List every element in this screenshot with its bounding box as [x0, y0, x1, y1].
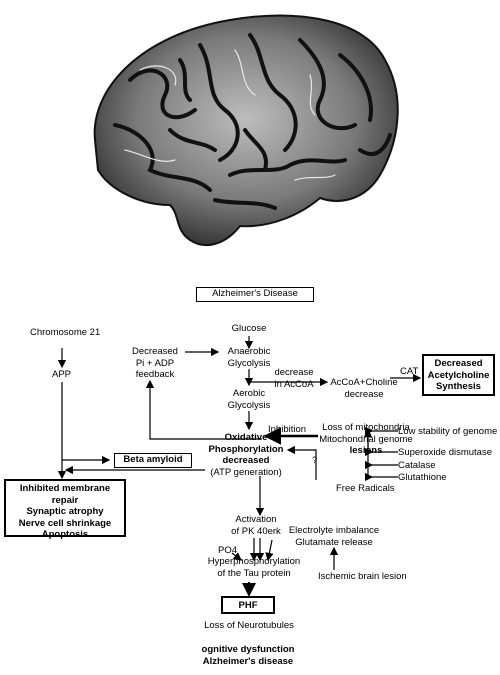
- node-inhibition: Inhibition: [268, 424, 307, 435]
- node-question: ?: [312, 455, 318, 466]
- inhibited-line-4: Apoptosis: [41, 529, 89, 540]
- node-acoa-choline: AcCoA+Choline decrease: [328, 377, 400, 400]
- oxidative-line-1: Oxidative: [224, 432, 268, 443]
- decrease-acoa-line-2: in AcCoA: [274, 378, 314, 390]
- electrolyte-line-1: Electrolyte imbalance: [288, 525, 380, 536]
- node-decrease-acoa: decrease in AcCoA: [262, 367, 326, 390]
- edge-electrolyte-hyperphos: [265, 539, 274, 562]
- node-low-stability: Low stability of genome: [398, 426, 498, 437]
- node-electrolyte-glutamate: Electrolyte imbalance Glutamate release: [282, 525, 386, 548]
- mito-line-1: Loss of mitochondria: [322, 422, 410, 433]
- decreased-pi-line-1: Decreased: [132, 346, 178, 357]
- mito-line-3: lesions: [349, 445, 383, 456]
- inhibited-line-2: Synaptic atrophy: [26, 506, 104, 517]
- decrease-acoa-line-1: decrease: [274, 367, 314, 378]
- oxidative-line-3: decreased: [222, 455, 270, 466]
- aerobic-line-2: Glycolysis: [227, 399, 271, 411]
- node-ischemic-lesion: Ischemic brain lesion: [318, 571, 407, 582]
- aerobic-line-1: Aerobic: [232, 388, 266, 399]
- node-catalase: Catalase: [398, 460, 436, 471]
- decreased-pi-line-2: Pi + ADP: [135, 357, 175, 369]
- diagram-title: Alzheimer's Disease: [212, 288, 298, 299]
- node-hyperphosphorylation: Hyperphosphorylation of the Tau protein: [198, 556, 310, 579]
- acoa-choline-line-1: AcCoA+Choline: [330, 377, 398, 388]
- diagram-title-box: Alzheimer's Disease: [196, 287, 314, 302]
- node-app: APP: [52, 369, 72, 380]
- activation-line-1: Activation: [235, 514, 277, 525]
- node-glutathione: Glutathione: [398, 472, 447, 483]
- cognitive-line-1: ognitive dysfunction: [201, 644, 295, 655]
- node-loss-neurotubules: Loss of Neurotubules: [204, 620, 294, 631]
- node-mitochondria-lesions: Loss of mitochondria Mitochondrial genom…: [314, 422, 418, 457]
- node-cat: CAT: [400, 366, 419, 377]
- activation-line-2: of PK 40erk: [231, 525, 281, 537]
- node-anaerobic-glycolysis: Anaerobic Glycolysis: [214, 346, 284, 369]
- ach-line-2: Acetylcholine: [427, 369, 490, 381]
- anaerobic-line-2: Glycolysis: [227, 357, 271, 369]
- node-inhibited-box: Inhibited membrane repair Synaptic atrop…: [4, 479, 126, 540]
- node-chromosome-21: Chromosome 21: [30, 327, 101, 338]
- mito-line-2: Mitochondrial genome: [319, 433, 413, 445]
- node-po4: PO4: [218, 545, 238, 556]
- phf-label: PHF: [238, 600, 258, 611]
- node-activation-pk40erk: Activation of PK 40erk: [224, 514, 288, 537]
- ach-line-1: Decreased: [434, 358, 483, 369]
- hyperphos-line-1: Hyperphosphorylation: [207, 556, 301, 567]
- oxidative-line-2: Phosphorylation: [208, 443, 284, 455]
- node-phf-box: PHF: [221, 596, 275, 614]
- node-superoxide: Superoxide dismutase: [398, 447, 492, 458]
- cognitive-line-2: Alzheimer's disease: [202, 655, 294, 667]
- node-cognitive-dysfunction: ognitive dysfunction Alzheimer's disease: [186, 644, 310, 667]
- electrolyte-line-2: Glutamate release: [295, 536, 373, 548]
- node-aerobic-glycolysis: Aerobic Glycolysis: [218, 388, 280, 411]
- edge-po4-hyperphos: [231, 552, 242, 561]
- oxidative-line-4: (ATP generation): [210, 466, 282, 478]
- inhibited-line-3: Nerve cell shrinkage: [18, 517, 112, 529]
- edge-electrolyte-oxidative: [286, 445, 317, 480]
- anaerobic-line-1: Anaerobic: [227, 346, 271, 357]
- hyperphos-line-2: of the Tau protein: [217, 567, 291, 579]
- acoa-choline-line-2: decrease: [344, 388, 384, 400]
- inhibited-line-1: Inhibited membrane repair: [19, 483, 111, 506]
- beta-amyloid-label: Beta amyloid: [123, 454, 183, 465]
- node-free-radicals: Free Radicals: [336, 483, 395, 494]
- edge-inhibition-loop: [145, 379, 262, 440]
- node-oxidative-phosphorylation: Oxidative Phosphorylation decreased (ATP…: [198, 432, 294, 478]
- node-decreased-ach-box: Decreased Acetylcholine Synthesis: [422, 354, 495, 396]
- node-glucose: Glucose: [231, 323, 267, 334]
- decreased-pi-line-3: feedback: [135, 369, 175, 380]
- node-beta-amyloid-box: Beta amyloid: [114, 453, 192, 468]
- ach-line-3: Synthesis: [436, 381, 481, 392]
- node-decreased-pi: Decreased Pi + ADP feedback: [124, 346, 186, 381]
